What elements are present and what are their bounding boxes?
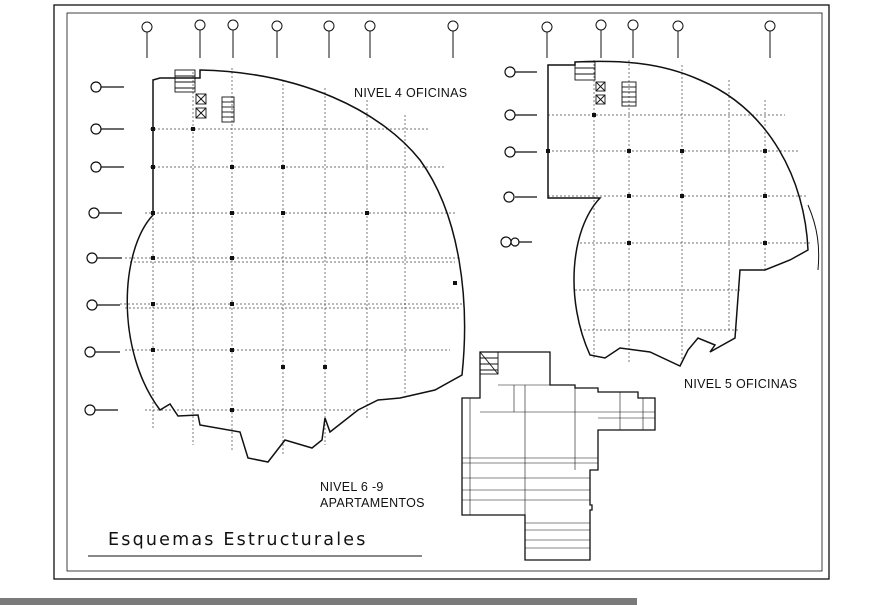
column-icon	[323, 365, 327, 369]
column-icon	[230, 408, 234, 412]
plan4-columns	[151, 127, 457, 412]
column-icon	[151, 165, 155, 169]
grid-bubble-icon	[364, 20, 376, 32]
caption-bar	[0, 598, 637, 605]
grid-bubble-icon	[447, 20, 459, 32]
grid-bubble-icon	[90, 161, 102, 173]
grid-bubble-icon	[90, 123, 102, 135]
sheet-title: Esquemas Estructurales	[108, 530, 368, 550]
column-icon	[230, 348, 234, 352]
column-icon	[281, 365, 285, 369]
plan5-grid	[548, 60, 810, 365]
plan4-grid-vertical	[152, 68, 406, 455]
column-icon	[191, 127, 195, 131]
grid-bubble-icon	[86, 299, 98, 311]
plan6-core	[479, 351, 499, 375]
grid-bubble-icon	[88, 207, 100, 219]
grid-bubble-icon	[141, 21, 153, 33]
grid-bubble-icon	[84, 346, 96, 358]
column-icon	[230, 302, 234, 306]
stair-icon	[221, 96, 235, 123]
grid-bubble-icon	[504, 146, 516, 158]
plan5-core	[574, 61, 637, 107]
plan4-core	[174, 69, 235, 123]
grid-bubble-icon	[595, 19, 607, 31]
grid-bubble-icon	[503, 191, 515, 203]
column-icon	[230, 165, 234, 169]
column-icon	[151, 302, 155, 306]
plan-title-nivel4: NIVEL 4 OFICINAS	[354, 86, 468, 100]
grid-bubble-icon	[194, 19, 206, 31]
plan-nivel5	[500, 19, 820, 367]
sheet-inner-border	[66, 12, 823, 572]
grid-bubble-icon	[323, 20, 335, 32]
stair-icon	[174, 69, 196, 93]
grid-bubble-icon	[627, 19, 639, 31]
column-icon	[151, 256, 155, 260]
grid-bubble-icon	[764, 20, 776, 32]
column-icon	[230, 211, 234, 215]
elevator-icon	[195, 93, 207, 105]
column-icon	[546, 149, 550, 153]
column-icon	[680, 149, 684, 153]
elevator-icon	[595, 94, 606, 105]
grid-bubble-icon	[500, 236, 512, 248]
column-icon	[592, 113, 596, 117]
plan5-grid-bubbles-top	[541, 19, 776, 58]
column-icon	[151, 211, 155, 215]
column-icon	[627, 241, 631, 245]
grid-bubble-icon	[510, 237, 520, 247]
plan5-columns	[546, 113, 767, 245]
plan4-grid-horizontal	[120, 128, 462, 411]
grid-bubble-icon	[84, 404, 96, 416]
column-icon	[627, 194, 631, 198]
column-icon	[230, 256, 234, 260]
plan6-internal-lines	[462, 384, 655, 560]
column-icon	[763, 241, 767, 245]
plan5-curtain-wall	[807, 204, 820, 271]
plan4-grid-bubbles-top	[141, 19, 459, 58]
plan-nivel6	[461, 351, 656, 561]
stair-icon	[574, 61, 596, 81]
grid-bubble-icon	[672, 20, 684, 32]
column-icon	[281, 211, 285, 215]
column-icon	[365, 211, 369, 215]
elevator-icon	[595, 81, 606, 92]
plan4-outline	[126, 69, 466, 463]
plan-nivel4	[84, 19, 466, 463]
stair-icon	[621, 81, 637, 107]
grid-bubble-icon	[504, 109, 516, 121]
column-icon	[151, 348, 155, 352]
grid-bubble-icon	[90, 81, 102, 93]
column-icon	[763, 194, 767, 198]
column-icon	[763, 149, 767, 153]
plan6-outline	[461, 351, 656, 561]
plan-title-nivel6-line1: NIVEL 6 -9	[320, 480, 384, 494]
grid-bubble-icon	[271, 20, 283, 32]
plan5-grid-bubbles-left	[500, 66, 537, 248]
column-icon	[680, 194, 684, 198]
elevator-icon	[195, 107, 207, 119]
stair-icon	[479, 351, 499, 375]
grid-bubble-icon	[227, 19, 239, 31]
grid-bubble-icon	[86, 252, 98, 264]
column-icon	[281, 165, 285, 169]
plan-title-nivel5: NIVEL 5 OFICINAS	[684, 377, 798, 391]
column-icon	[151, 127, 155, 131]
sheet-outer-border	[53, 4, 830, 580]
column-icon	[627, 149, 631, 153]
plan4-grid-bubbles-left	[84, 81, 124, 416]
plan5-outline	[547, 60, 809, 367]
grid-bubble-icon	[504, 66, 516, 78]
column-icon	[453, 281, 457, 285]
plan-title-nivel6-line2: APARTAMENTOS	[320, 496, 425, 510]
grid-bubble-icon	[541, 21, 553, 33]
